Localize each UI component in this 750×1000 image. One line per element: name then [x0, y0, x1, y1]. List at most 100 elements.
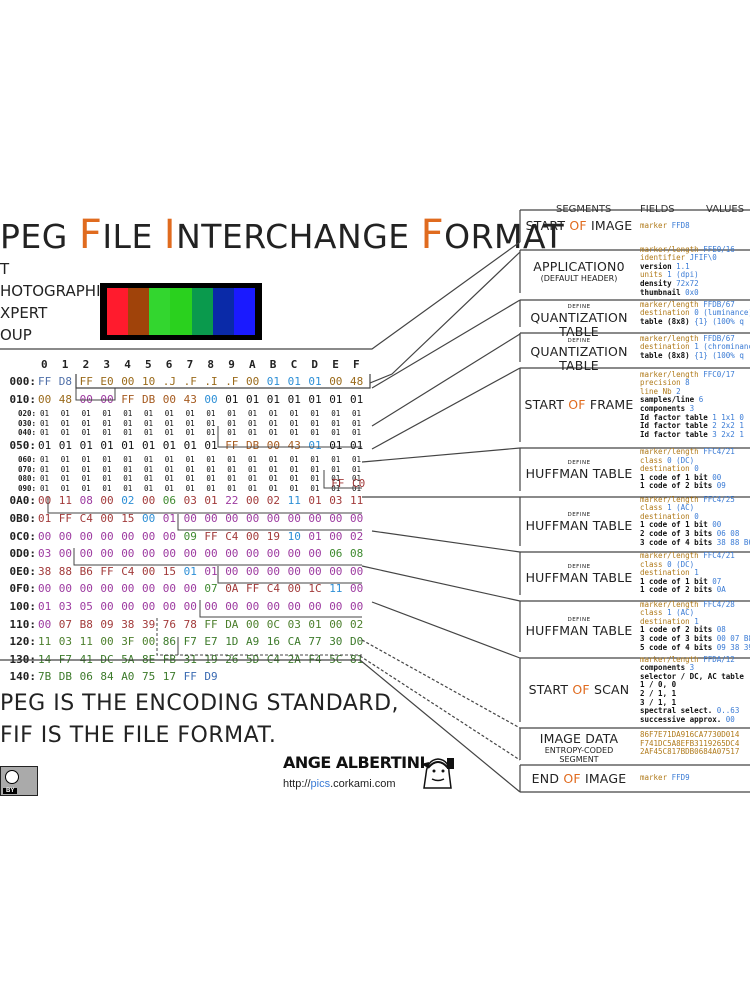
segment-word: QUANTIZATION [530, 309, 628, 325]
hex-byte: .J [162, 375, 177, 388]
field-row: class 1 (AC) [640, 608, 750, 618]
segment-fields: marker FFD8 [640, 221, 690, 231]
hex-byte: 00 [225, 511, 239, 525]
field-name: line Nb [640, 386, 672, 396]
field-row: table (8x8) {1} (100% q [640, 317, 750, 327]
hex-byte: 01 [60, 474, 70, 484]
field-value: 07 [712, 576, 722, 586]
hex-byte: 17 [162, 670, 177, 684]
hex-byte: 01 [310, 418, 320, 428]
segment-label: START OF FRAME [524, 398, 634, 412]
field-row: 1 code of 2 bits 09 [640, 482, 735, 491]
segment-prefix: DEFINE [567, 337, 591, 344]
segment-word: TABLE [588, 517, 633, 533]
field-row: 5 code of 4 bits 09 38 39 [640, 643, 750, 653]
hex-byte: FF [38, 375, 52, 388]
segment-prefix: DEFINE [567, 511, 591, 518]
hex-byte: 00 [183, 582, 197, 596]
statement-line-2: FIF IS THE FILE FORMAT. [0, 723, 277, 748]
hex-byte: 01 [162, 511, 177, 525]
segment-name: END OF IMAGE [524, 771, 634, 786]
field-row: 3 / 1, 1 [640, 698, 744, 708]
field-name: thumbnail [640, 287, 681, 297]
hex-byte: 01 [102, 474, 112, 484]
hex-byte: 7B [38, 670, 52, 684]
hex-byte: 01 [352, 455, 362, 465]
segment-label: APPLICATION0(DEFAULT HEADER) [524, 259, 634, 283]
hex-byte: 01 [310, 483, 320, 493]
hex-byte: C4 [266, 652, 281, 666]
hex-byte: 01 [287, 392, 301, 406]
hex-byte: 01 [289, 474, 299, 484]
hex-byte: F4 [308, 652, 322, 666]
hex-byte: 00 [38, 582, 52, 596]
hex-byte: 00 [246, 494, 260, 508]
color-swatch [107, 288, 129, 335]
hex-offset: 140: [9, 670, 37, 684]
hex-byte: 01 [268, 483, 278, 493]
hex-byte: 00 [142, 511, 156, 525]
field-name: version [640, 261, 672, 271]
hex-byte: .I [204, 375, 218, 388]
field-row: 3 code of 3 bits 00 07 B8 [640, 634, 750, 644]
field-row: 1 code of 2 bits 08 [640, 626, 750, 635]
hex-byte: 00 [38, 392, 52, 406]
field-value: FFC4/25 [703, 494, 735, 504]
segment-prefix: DEFINE [567, 563, 591, 570]
hex-col-header: 5 [145, 358, 152, 371]
field-name: 3 code of 3 bits [640, 634, 713, 644]
field-value: 1 (AC) [667, 503, 695, 513]
connector-line [361, 565, 521, 602]
hex-byte: 00 [329, 529, 343, 543]
col-header-segments: SEGMENTS [556, 204, 612, 215]
hex-byte: 03 [38, 547, 52, 561]
hex-byte: 19 [266, 529, 281, 543]
segment-word: HUFFMAN [525, 517, 589, 533]
subtitle-line: XPERT [0, 304, 48, 322]
hex-byte: 01 [185, 464, 195, 474]
field-name: destination [640, 511, 690, 521]
field-row: 2 code of 3 bits 06 08 [640, 529, 750, 539]
hex-byte: 01 [268, 464, 278, 474]
hex-offset: 060: [17, 455, 36, 465]
hex-byte: 00 [266, 547, 281, 561]
hex-byte: 01 [331, 418, 341, 428]
segment-label: START OF IMAGE [524, 219, 634, 233]
field-name: table (8x8) [640, 350, 690, 360]
hex-byte: D0 [350, 635, 364, 649]
hex-offset: 080: [17, 474, 36, 484]
hex-offset: 0E0: [9, 564, 37, 578]
field-name: destination [640, 616, 690, 626]
field-value: 1.1 [676, 261, 690, 271]
hex-byte: 00 [100, 392, 114, 406]
hex-byte: 02 [266, 494, 281, 508]
hex-byte: 00 [79, 582, 93, 596]
hex-byte: DA [225, 617, 239, 631]
hex-byte: 39 [142, 617, 156, 631]
segment-prefix: DEFINE [567, 616, 591, 623]
hex-byte: B6 [79, 564, 93, 578]
hex-byte: C4 [79, 511, 93, 525]
hex-byte: 00 [350, 582, 364, 596]
author-url[interactable]: http://pics.corkami.com [283, 778, 396, 790]
hex-byte: 00 [246, 617, 260, 631]
hex-byte: 01 [227, 464, 237, 474]
hex-col-header: 9 [228, 358, 235, 371]
field-row: 1 code of 1 bit 00 [640, 521, 750, 530]
col-header-fields: FIELDS [640, 204, 675, 215]
hex-byte: 38 [121, 617, 135, 631]
hex-byte: 01 [60, 455, 70, 465]
hex-byte: A0 [121, 670, 135, 684]
hex-byte: 10 [287, 529, 301, 543]
segment-word: START [525, 218, 566, 233]
field-name: class [640, 455, 663, 465]
field-name: marker [640, 773, 668, 783]
hex-byte: 48 [350, 375, 364, 388]
hex-offset: 030: [17, 418, 36, 428]
hex-byte: 00 [162, 547, 177, 561]
hex-col-header: 4 [124, 358, 131, 371]
hex-byte: 00 [329, 375, 343, 388]
hex-byte: 01 [123, 409, 133, 419]
hex-byte: 01 [40, 464, 50, 474]
hex-byte: 76 [162, 617, 177, 631]
